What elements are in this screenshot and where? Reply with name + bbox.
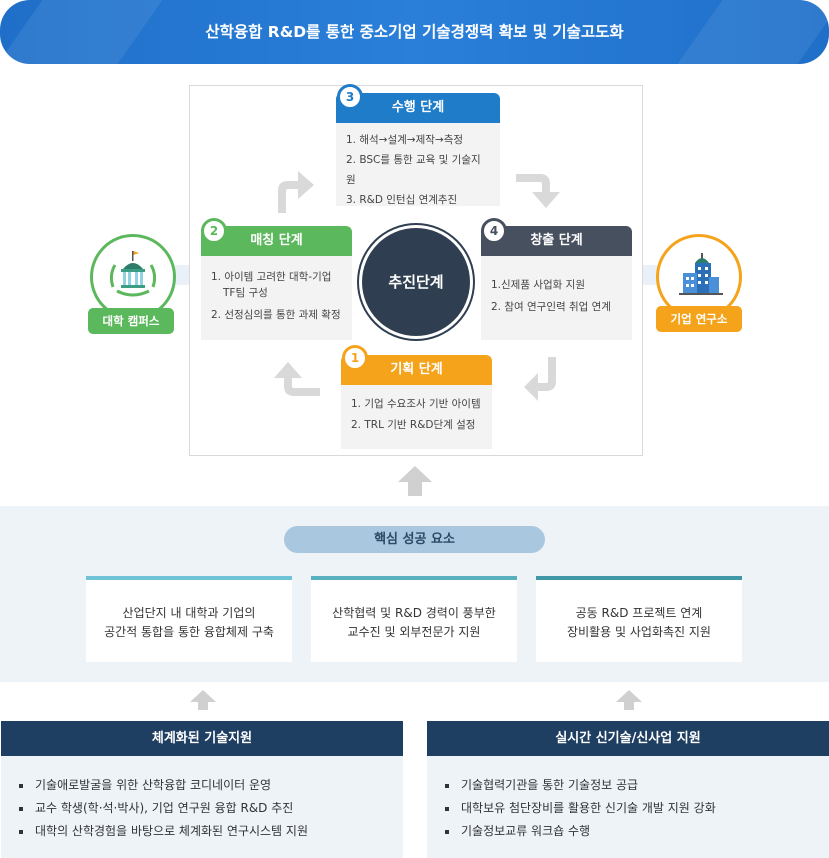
stage-4: 창출 단계 1.신제품 사업화 지원 2. 참여 연구인력 취업 연계 [481, 226, 632, 340]
up-arrow-icon [398, 466, 432, 496]
connector-band-left [175, 265, 191, 285]
cycle-arrow-down-right-icon [516, 174, 560, 208]
stage-2-item: TF팀 구성 [223, 287, 268, 299]
stage-2-item: 1. 아이템 고려한 대학-기업 [211, 271, 332, 283]
key-success-card-line: 산학협력 및 R&D 경력이 풍부한 [332, 606, 496, 620]
key-success-card: 산학협력 및 R&D 경력이 풍부한 교수진 및 외부전문가 지원 [311, 576, 517, 662]
cycle-arrow-down-left-icon [524, 357, 556, 401]
key-success-card-line: 산업단지 내 대학과 기업의 [122, 606, 256, 620]
list-item: 기술애로발굴을 위한 산학융합 코디네이터 운영 [17, 774, 403, 797]
stage-1-number: 1 [342, 345, 368, 371]
stage-3-item: 3. R&D 인턴십 연계추진 [346, 194, 458, 206]
university-node [90, 234, 176, 320]
list-item: 기술정보교류 워크숍 수행 [443, 820, 829, 843]
header-banner [0, 0, 829, 64]
connector-band-right [642, 265, 660, 285]
stage-3-body: 1. 해석→설계→제작→측정 2. BSC를 통한 교육 및 기술지원 3. R… [336, 123, 500, 206]
university-label: 대학 캠퍼스 [88, 308, 174, 334]
stage-2-number: 2 [201, 218, 227, 244]
support-list: 기술애로발굴을 위한 산학융합 코디네이터 운영 교수 학생(학·석·박사), … [1, 756, 403, 858]
company-lab-label: 기업 연구소 [656, 306, 742, 332]
building-icon [679, 253, 723, 295]
stage-4-number: 4 [481, 218, 507, 244]
key-success-title: 핵심 성공 요소 [284, 526, 545, 553]
stage-2-item: 2. 선정심의를 통한 과제 확정 [211, 309, 341, 321]
company-lab-node [656, 234, 742, 320]
stage-4-item: 2. 참여 연구인력 취업 연계 [491, 301, 611, 313]
stage-1-item: 1. 기업 수요조사 기반 아이템 [351, 398, 481, 410]
page-title: 산학융합 R&D를 통한 중소기업 기술경쟁력 확보 및 기술고도화 [205, 23, 624, 41]
university-icon [109, 251, 157, 297]
key-success-card-line: 장비활용 및 사업화촉진 지원 [567, 625, 711, 639]
key-success-card-line: 공동 R&D 프로젝트 연계 [575, 606, 703, 620]
stage-3-title: 수행 단계 [336, 93, 500, 123]
support-title: 체계화된 기술지원 [1, 721, 403, 756]
stage-1-item: 2. TRL 기반 R&D단계 설정 [351, 419, 476, 431]
cycle-arrow-up-left-icon [274, 362, 320, 396]
up-arrow-icon [616, 690, 642, 710]
stage-3-item: 1. 해석→설계→제작→측정 [346, 134, 464, 146]
stage-2-body: 1. 아이템 고려한 대학-기업 TF팀 구성 2. 선정심의를 통한 과제 확… [201, 256, 352, 340]
list-item: 대학의 산학경험을 바탕으로 체계화된 연구시스템 지원 [17, 820, 403, 843]
key-success-card-line: 교수진 및 외부전문가 지원 [347, 625, 481, 639]
stage-4-body: 1.신제품 사업화 지원 2. 참여 연구인력 취업 연계 [481, 256, 632, 340]
key-success-card-line: 공간적 통합을 통한 융합체제 구축 [104, 625, 274, 639]
support-list: 기술협력기관을 통한 기술정보 공급 대학보유 첨단장비를 활용한 신기술 개발… [427, 756, 829, 858]
support-title: 실시간 신기술/신사업 지원 [427, 721, 829, 756]
list-item: 교수 학생(학·석·박사), 기업 연구원 융합 R&D 추진 [17, 797, 403, 820]
stage-3: 수행 단계 1. 해석→설계→제작→측정 2. BSC를 통한 교육 및 기술지… [336, 93, 500, 206]
list-item: 기술협력기관을 통한 기술정보 공급 [443, 774, 829, 797]
key-success-card: 공동 R&D 프로젝트 연계 장비활용 및 사업화촉진 지원 [536, 576, 742, 662]
cycle-arrow-up-right-icon [278, 171, 314, 213]
key-success-card: 산업단지 내 대학과 기업의 공간적 통합을 통한 융합체제 구축 [86, 576, 292, 662]
up-arrow-icon [190, 690, 216, 710]
stage-2: 매칭 단계 1. 아이템 고려한 대학-기업 TF팀 구성 2. 선정심의를 통… [201, 226, 352, 340]
stage-1-body: 1. 기업 수요조사 기반 아이템 2. TRL 기반 R&D단계 설정 [341, 385, 492, 449]
list-item: 대학보유 첨단장비를 활용한 신기술 개발 지원 강화 [443, 797, 829, 820]
stage-3-item: 2. BSC를 통한 교육 및 기술지원 [346, 154, 481, 186]
stage-3-number: 3 [337, 84, 363, 110]
stage-4-item: 1.신제품 사업화 지원 [491, 279, 585, 291]
center-circle: 추진단계 [362, 228, 470, 336]
stage-1: 기획 단계 1. 기업 수요조사 기반 아이템 2. TRL 기반 R&D단계 … [341, 355, 492, 449]
